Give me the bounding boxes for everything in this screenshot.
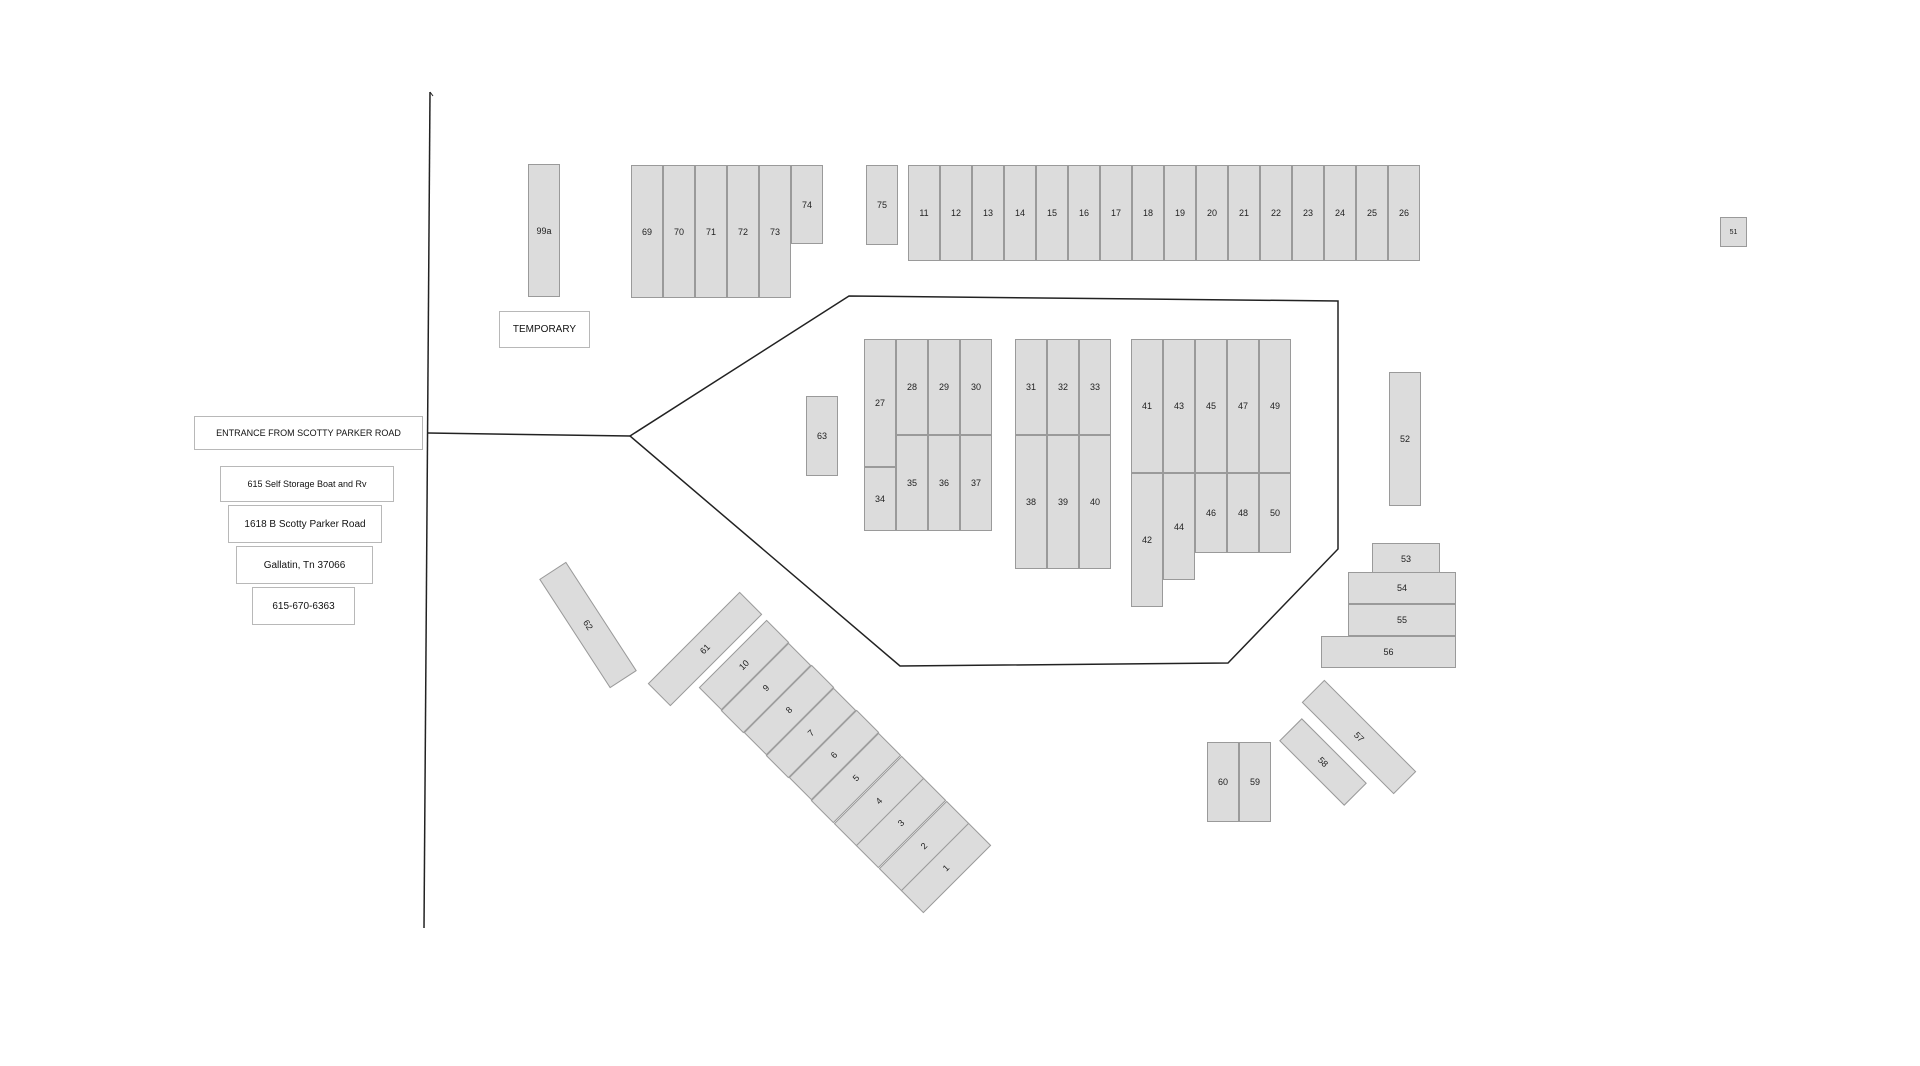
space-38[interactable]: 38	[1015, 435, 1047, 569]
space-25[interactable]: 25	[1356, 165, 1388, 261]
space-72[interactable]: 72	[727, 165, 759, 298]
space-36[interactable]: 36	[928, 435, 960, 531]
space-27[interactable]: 27	[864, 339, 896, 467]
space-54[interactable]: 54	[1348, 572, 1456, 604]
space-30[interactable]: 30	[960, 339, 992, 435]
space-20[interactable]: 20	[1196, 165, 1228, 261]
space-23[interactable]: 23	[1292, 165, 1324, 261]
space-24[interactable]: 24	[1324, 165, 1356, 261]
space-63[interactable]: 63	[806, 396, 838, 476]
space-37[interactable]: 37	[960, 435, 992, 531]
space-12[interactable]: 12	[940, 165, 972, 261]
space-69[interactable]: 69	[631, 165, 663, 298]
space-17[interactable]: 17	[1100, 165, 1132, 261]
space-31[interactable]: 31	[1015, 339, 1047, 435]
space-59[interactable]: 59	[1239, 742, 1271, 822]
space-39[interactable]: 39	[1047, 435, 1079, 569]
main-road-line	[423, 91, 431, 929]
space-74[interactable]: 74	[791, 165, 823, 244]
space-51[interactable]: 51	[1720, 217, 1747, 247]
space-13[interactable]: 13	[972, 165, 1004, 261]
space-32[interactable]: 32	[1047, 339, 1079, 435]
space-43[interactable]: 43	[1163, 339, 1195, 473]
space-70[interactable]: 70	[663, 165, 695, 298]
space-53[interactable]: 53	[1372, 543, 1440, 575]
space-28[interactable]: 28	[896, 339, 928, 435]
space-71[interactable]: 71	[695, 165, 727, 298]
space-56[interactable]: 56	[1321, 636, 1456, 668]
space-11[interactable]: 11	[908, 165, 940, 261]
space-75[interactable]: 75	[866, 165, 898, 245]
space-99a[interactable]: 99a	[528, 164, 560, 297]
space-50[interactable]: 50	[1259, 473, 1291, 553]
space-60[interactable]: 60	[1207, 742, 1239, 822]
address-label: 1618 B Scotty Parker Road	[228, 505, 382, 543]
space-18[interactable]: 18	[1132, 165, 1164, 261]
space-33[interactable]: 33	[1079, 339, 1111, 435]
space-35[interactable]: 35	[896, 435, 928, 531]
space-16[interactable]: 16	[1068, 165, 1100, 261]
space-19[interactable]: 19	[1164, 165, 1196, 261]
space-44[interactable]: 44	[1163, 473, 1195, 580]
space-55[interactable]: 55	[1348, 604, 1456, 636]
space-34[interactable]: 34	[864, 467, 896, 531]
space-48[interactable]: 48	[1227, 473, 1259, 553]
city-label: Gallatin, Tn 37066	[236, 546, 373, 584]
space-21[interactable]: 21	[1228, 165, 1260, 261]
space-73[interactable]: 73	[759, 165, 791, 298]
space-26[interactable]: 26	[1388, 165, 1420, 261]
space-40[interactable]: 40	[1079, 435, 1111, 569]
entrance-road-line	[427, 432, 631, 437]
entrance-label: ENTRANCE FROM SCOTTY PARKER ROAD	[194, 416, 423, 450]
space-29[interactable]: 29	[928, 339, 960, 435]
space-45[interactable]: 45	[1195, 339, 1227, 473]
space-15[interactable]: 15	[1036, 165, 1068, 261]
business-name-label: 615 Self Storage Boat and Rv	[220, 466, 394, 502]
phone-label: 615-670-6363	[252, 587, 355, 625]
central-lot-outline	[628, 295, 1339, 667]
space-42[interactable]: 42	[1131, 473, 1163, 607]
temporary-label: TEMPORARY	[499, 311, 590, 348]
space-47[interactable]: 47	[1227, 339, 1259, 473]
space-22[interactable]: 22	[1260, 165, 1292, 261]
space-41[interactable]: 41	[1131, 339, 1163, 473]
space-14[interactable]: 14	[1004, 165, 1036, 261]
space-52[interactable]: 52	[1389, 372, 1421, 506]
space-49[interactable]: 49	[1259, 339, 1291, 473]
road-top-tick	[429, 91, 434, 97]
space-46[interactable]: 46	[1195, 473, 1227, 553]
